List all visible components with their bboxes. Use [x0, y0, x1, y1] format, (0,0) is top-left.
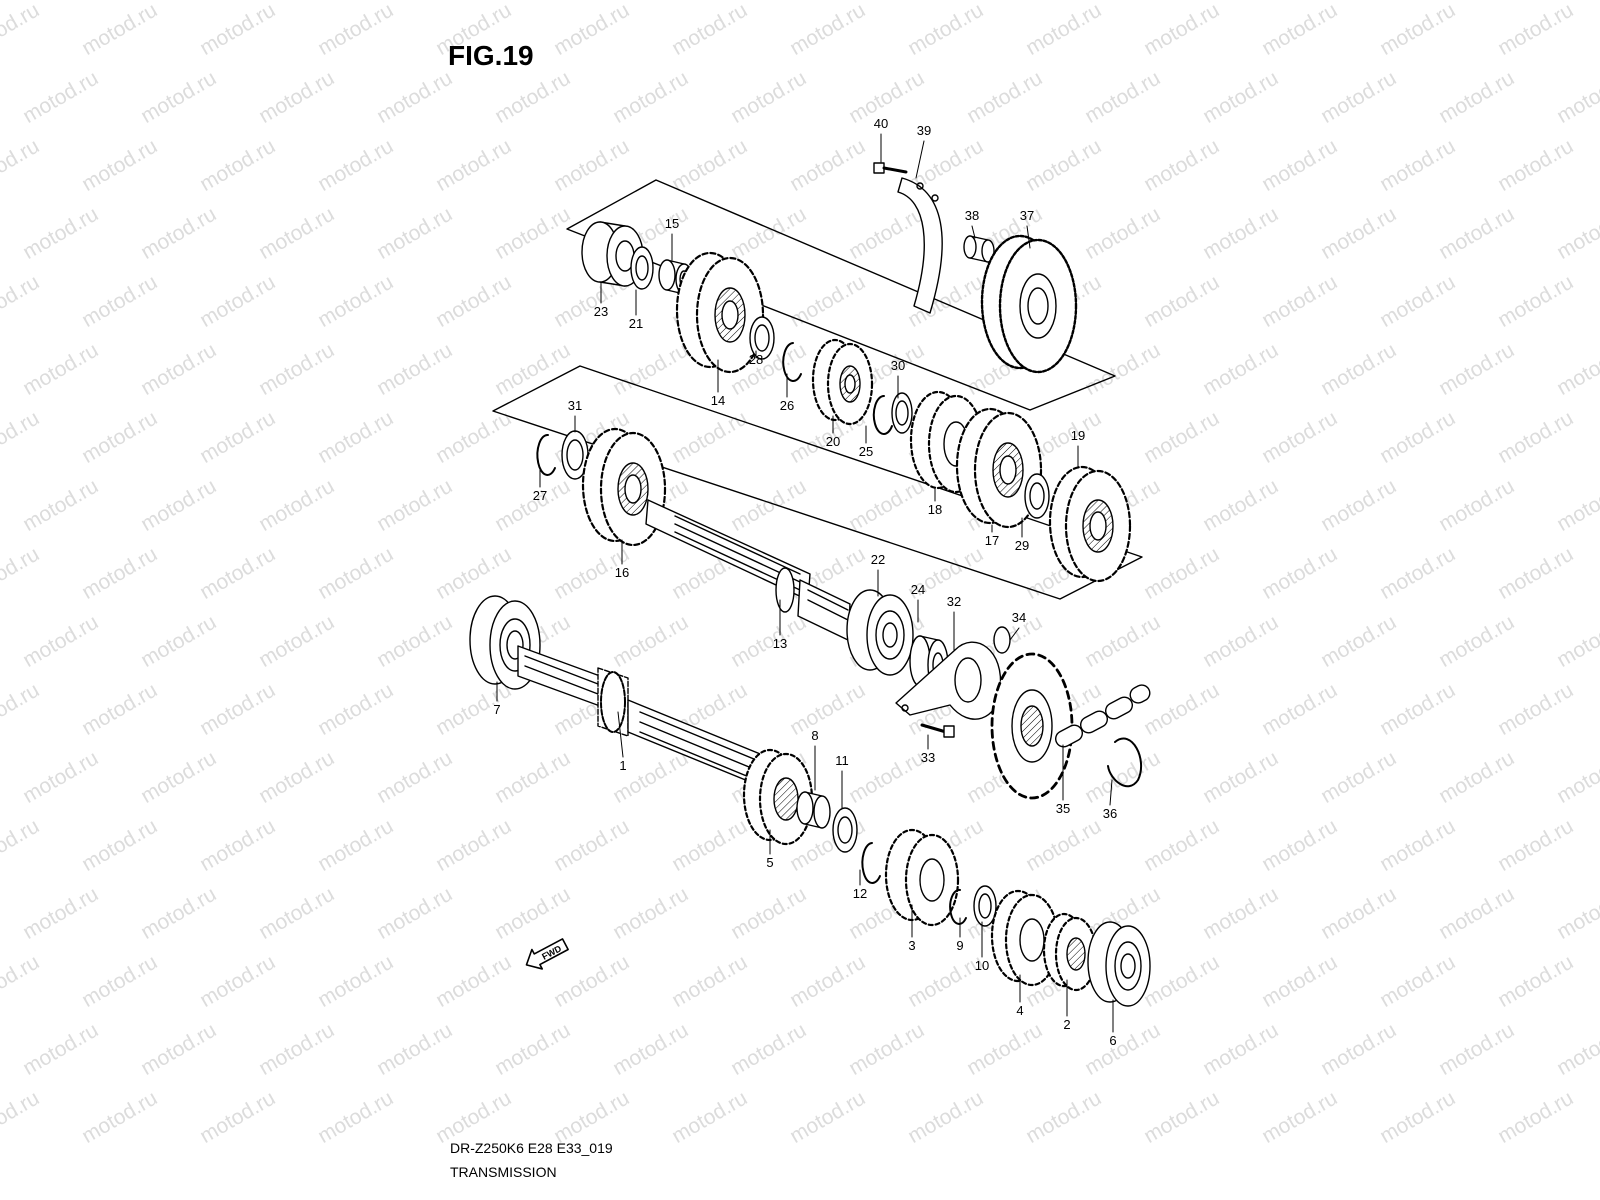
circlip-27	[536, 433, 556, 476]
clip-36	[1107, 737, 1143, 788]
callout-17: 17	[985, 533, 999, 548]
callout-14: 14	[711, 393, 725, 408]
callout-35: 35	[1056, 801, 1070, 816]
circlip-9	[949, 888, 967, 925]
leader-line-36	[1109, 779, 1113, 806]
callout-31: 31	[568, 398, 582, 413]
callout-15: 15	[665, 216, 679, 231]
callout-37: 37	[1020, 208, 1034, 223]
countershaft-13	[645, 499, 851, 641]
leader-line-34	[1009, 627, 1020, 641]
washer-21	[630, 246, 654, 290]
gear-5	[742, 748, 814, 846]
callout-36: 36	[1103, 806, 1117, 821]
bolt-40	[873, 162, 908, 174]
callout-24: 24	[911, 582, 925, 597]
bearing-22	[846, 589, 914, 676]
middle-assembly-frame	[492, 365, 1143, 600]
callout-7: 7	[493, 702, 500, 717]
washer-29	[1024, 473, 1050, 519]
bearing-6	[1087, 921, 1151, 1007]
leader-line-37	[1026, 225, 1031, 249]
washer-28	[749, 316, 775, 360]
callout-28: 28	[749, 352, 763, 367]
callout-39: 39	[917, 123, 931, 138]
callout-16: 16	[615, 565, 629, 580]
washer-30	[891, 392, 913, 434]
callout-4: 4	[1016, 1003, 1023, 1018]
gear-19	[1048, 465, 1132, 583]
callout-40: 40	[874, 116, 888, 131]
fwd-arrow: FWD	[525, 938, 569, 970]
gear-14	[675, 251, 765, 374]
callout-32: 32	[947, 594, 961, 609]
figure-title: FIG.19	[448, 40, 534, 71]
section-name: TRANSMISSION	[450, 1164, 557, 1180]
circlip-12	[861, 842, 881, 884]
callout-25: 25	[859, 444, 873, 459]
callout-1: 1	[619, 758, 626, 773]
leader-line-38	[971, 225, 976, 239]
callout-29: 29	[1015, 538, 1029, 553]
callout-11: 11	[835, 753, 849, 768]
sprocket-34	[990, 652, 1074, 800]
callout-10: 10	[975, 958, 989, 973]
leader-line-1	[617, 711, 624, 758]
plate-39	[897, 177, 943, 314]
leader-line-39	[915, 140, 925, 179]
circlip-26	[782, 342, 802, 382]
callout-layer: 1234567891011121314151617181920212223242…	[493, 116, 1117, 1048]
callout-26: 26	[780, 398, 794, 413]
callout-33: 33	[921, 750, 935, 765]
chain-35	[1055, 684, 1151, 748]
callout-38: 38	[965, 208, 979, 223]
callout-22: 22	[871, 552, 885, 567]
callout-6: 6	[1109, 1033, 1116, 1048]
callout-5: 5	[766, 855, 773, 870]
callout-9: 9	[956, 938, 963, 953]
callout-20: 20	[826, 434, 840, 449]
callout-34: 34	[1012, 610, 1026, 625]
washer-10	[973, 885, 997, 927]
circlip-25	[872, 394, 893, 435]
callout-19: 19	[1071, 428, 1085, 443]
callout-2: 2	[1063, 1017, 1070, 1032]
callout-13: 13	[773, 636, 787, 651]
model-code: DR-Z250K6 E28 E33_019	[450, 1140, 613, 1156]
callout-8: 8	[811, 728, 818, 743]
callout-27: 27	[533, 488, 547, 503]
driveshaft-1	[517, 645, 771, 791]
upper-assembly-frame	[566, 179, 1116, 411]
callout-18: 18	[928, 502, 942, 517]
callout-21: 21	[629, 316, 643, 331]
bolt-33	[920, 723, 955, 738]
washer-34	[993, 626, 1011, 654]
callout-23: 23	[594, 304, 608, 319]
callout-3: 3	[908, 938, 915, 953]
gear-20	[811, 338, 874, 426]
gear-37	[980, 234, 1078, 374]
gear-3	[884, 828, 960, 927]
callout-30: 30	[891, 358, 905, 373]
callout-12: 12	[853, 886, 867, 901]
bushing-8	[796, 791, 831, 829]
bushing-38	[963, 235, 995, 263]
washer-11	[832, 807, 858, 853]
